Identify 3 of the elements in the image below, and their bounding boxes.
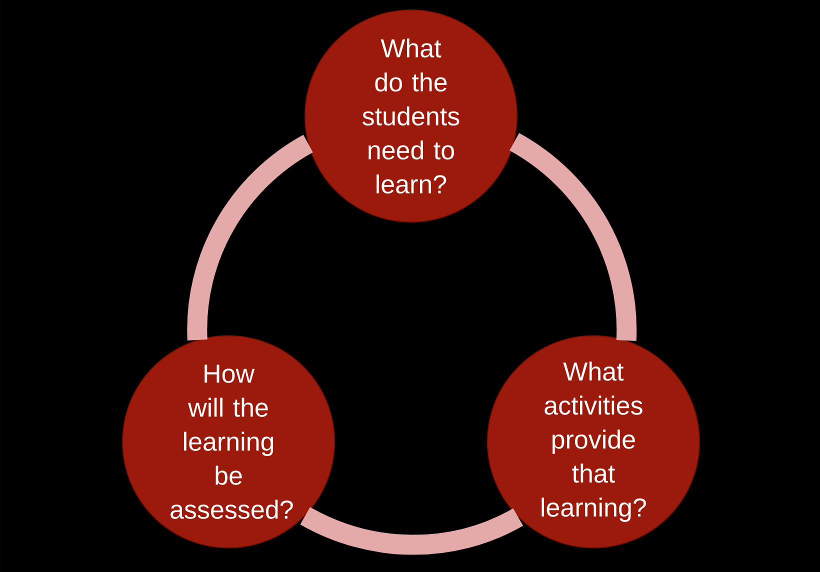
ring-arc <box>300 506 523 555</box>
ring-arc <box>509 133 636 340</box>
ring-arc <box>187 135 314 340</box>
